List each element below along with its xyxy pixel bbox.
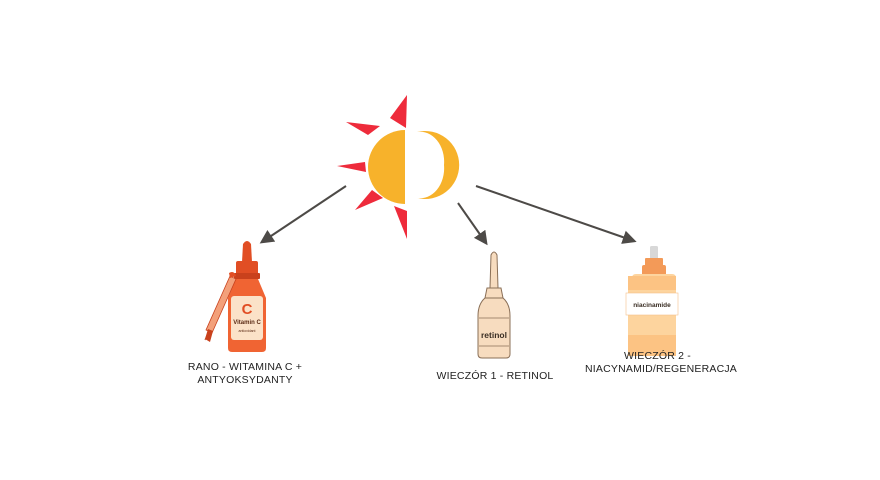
caption-morning-line2: ANTYOKSYDANTY bbox=[197, 374, 293, 386]
retinol-label: retinol bbox=[481, 330, 507, 340]
caption-evening1: WIECZÓR 1 - RETINOL bbox=[425, 370, 565, 383]
arrow-to-evening2 bbox=[475, 185, 637, 244]
pipette-icon bbox=[204, 272, 237, 342]
vitamin-c-letter: C bbox=[242, 301, 253, 318]
arrow-to-evening1 bbox=[457, 202, 488, 246]
caption-evening2-line2: NIACYNAMID/REGENERACJA bbox=[585, 363, 738, 375]
niacinamide-bottle-icon: niacinamide bbox=[625, 246, 679, 356]
caption-evening2-line1: WIECZÓR 2 - bbox=[624, 350, 691, 362]
caption-morning: RANO - WITAMINA C + ANTYOKSYDANTY bbox=[185, 361, 305, 387]
retinol-bottle-icon: retinol bbox=[477, 251, 511, 359]
niacinamide-label: niacinamide bbox=[633, 302, 671, 309]
caption-morning-line1: RANO - WITAMINA C + bbox=[187, 361, 303, 373]
arrow-to-morning bbox=[259, 185, 347, 244]
vitamin-c-name: Vitamin C bbox=[233, 320, 261, 326]
sun-icon bbox=[337, 95, 407, 239]
caption-evening1-line1: WIECZÓR 1 - RETINOL bbox=[436, 370, 554, 382]
vitamin-c-sub: antioxidant bbox=[239, 329, 256, 333]
caption-evening2: WIECZÓR 2 - NIACYNAMID/REGENERACJA bbox=[585, 350, 738, 376]
moon-icon bbox=[415, 128, 460, 202]
sun-rays bbox=[337, 95, 407, 239]
vitamin-c-dropper-bottle-icon: C Vitamin C antioxidant bbox=[204, 241, 266, 352]
